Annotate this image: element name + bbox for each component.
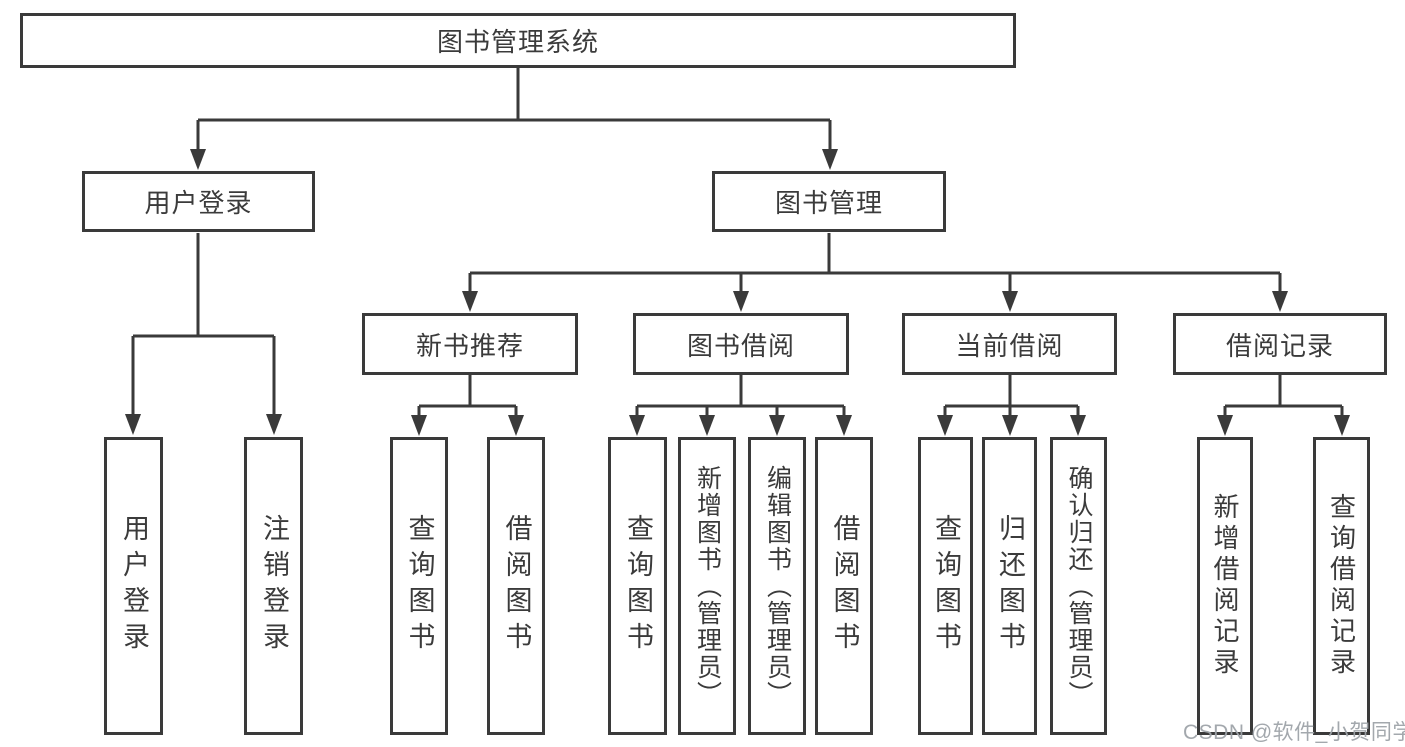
leaf-query-books-1-label: 查询图书 bbox=[404, 514, 435, 658]
leaf-borrow-books-2-label: 借阅图书 bbox=[829, 514, 860, 658]
leaf-borrow-books-2: 借阅图书 bbox=[815, 437, 873, 735]
node-current-borrow-label: 当前借阅 bbox=[955, 330, 1064, 361]
leaf-confirm-return-admin-label: 确认归还（管理员） bbox=[1065, 464, 1093, 708]
node-borrow-records: 借阅记录 bbox=[1173, 313, 1387, 375]
leaf-query-borrow-record-label: 查询借阅记录 bbox=[1326, 493, 1357, 679]
leaf-add-borrow-record: 新增借阅记录 bbox=[1197, 437, 1253, 735]
leaf-query-books-2: 查询图书 bbox=[608, 437, 667, 735]
leaf-logout: 注销登录 bbox=[244, 437, 303, 735]
leaf-query-books-1: 查询图书 bbox=[390, 437, 448, 735]
node-current-borrow: 当前借阅 bbox=[902, 313, 1117, 375]
node-user-login: 用户登录 bbox=[82, 171, 315, 232]
leaf-query-books-3: 查询图书 bbox=[918, 437, 973, 735]
node-root: 图书管理系统 bbox=[20, 13, 1016, 68]
leaf-return-books: 归还图书 bbox=[982, 437, 1037, 735]
leaf-return-books-label: 归还图书 bbox=[995, 514, 1025, 658]
node-book-borrow-label: 图书借阅 bbox=[686, 330, 795, 361]
arrowheads bbox=[125, 149, 1350, 436]
node-book-management: 图书管理 bbox=[712, 171, 946, 232]
node-root-label: 图书管理系统 bbox=[436, 27, 599, 57]
leaf-add-books-admin-label: 新增图书（管理员） bbox=[693, 464, 722, 708]
node-book-management-label: 图书管理 bbox=[774, 188, 883, 218]
leaf-query-books-2-label: 查询图书 bbox=[623, 514, 653, 658]
node-new-book-recommend: 新书推荐 bbox=[362, 313, 578, 375]
leaf-confirm-return-admin: 确认归还（管理员） bbox=[1050, 437, 1107, 735]
leaf-user-login-label: 用户登录 bbox=[119, 514, 149, 658]
leaf-query-books-3-label: 查询图书 bbox=[931, 514, 961, 658]
node-borrow-records-label: 借阅记录 bbox=[1225, 330, 1334, 361]
node-user-login-label: 用户登录 bbox=[144, 188, 253, 218]
node-new-book-recommend-label: 新书推荐 bbox=[415, 330, 524, 361]
leaf-borrow-books-1: 借阅图书 bbox=[487, 437, 545, 735]
leaf-add-books-admin: 新增图书（管理员） bbox=[678, 437, 736, 735]
leaf-user-login: 用户登录 bbox=[104, 437, 163, 735]
node-book-borrow: 图书借阅 bbox=[633, 313, 849, 375]
leaf-edit-books-admin: 编辑图书（管理员） bbox=[748, 437, 806, 735]
leaf-logout-label: 注销登录 bbox=[259, 514, 289, 658]
csdn-watermark: CSDN @软件_小贺同学 bbox=[1183, 721, 1405, 744]
leaf-query-borrow-record: 查询借阅记录 bbox=[1313, 437, 1370, 735]
leaf-edit-books-admin-label: 编辑图书（管理员） bbox=[763, 464, 792, 708]
leaf-add-borrow-record-label: 新增借阅记录 bbox=[1210, 493, 1240, 679]
leaf-borrow-books-1-label: 借阅图书 bbox=[501, 514, 532, 658]
